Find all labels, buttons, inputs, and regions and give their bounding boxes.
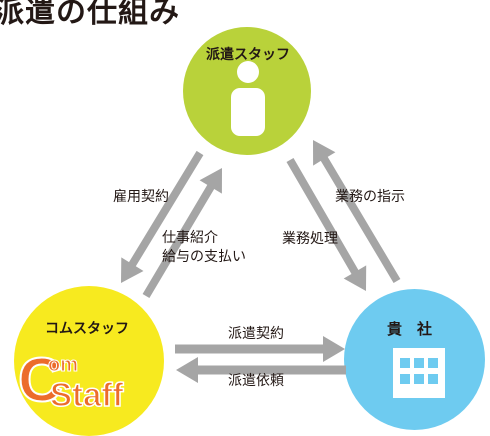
comstaff-logo: C om Staff [18, 345, 125, 413]
logo-om: om [48, 354, 78, 376]
dispatch-contract-label: 派遣契約 [228, 326, 284, 342]
work-processing-label: 業務処理 [282, 231, 338, 247]
person-icon [231, 61, 265, 136]
work-instructions-arrow [313, 140, 401, 283]
dispatch-request-label: 派遣依頼 [228, 373, 284, 389]
dispatch-request-arrow [176, 357, 346, 383]
salary-payment-label: 給与の支払い [162, 249, 246, 265]
dispatch-contract-arrow [175, 336, 345, 362]
employment-contract-label: 雇用契約 [113, 189, 169, 205]
company-label: 貴 社 [387, 320, 433, 338]
employment-contract-arrow [121, 150, 204, 283]
agency-label: コムスタッフ [45, 321, 129, 337]
job-introduction-label: 仕事紹介 [162, 230, 218, 246]
building-icon [393, 348, 445, 398]
staff-label: 派遣スタッフ [206, 47, 290, 63]
work-instructions-label: 業務の指示 [335, 189, 405, 205]
agency-node [14, 286, 164, 436]
logo-staff: Staff [50, 376, 124, 413]
logo-c: C [18, 346, 63, 413]
page-title: 派遣の仕組み [0, 0, 180, 30]
job-intro-salary-arrow [142, 168, 222, 298]
work-processing-arrow [286, 158, 367, 291]
